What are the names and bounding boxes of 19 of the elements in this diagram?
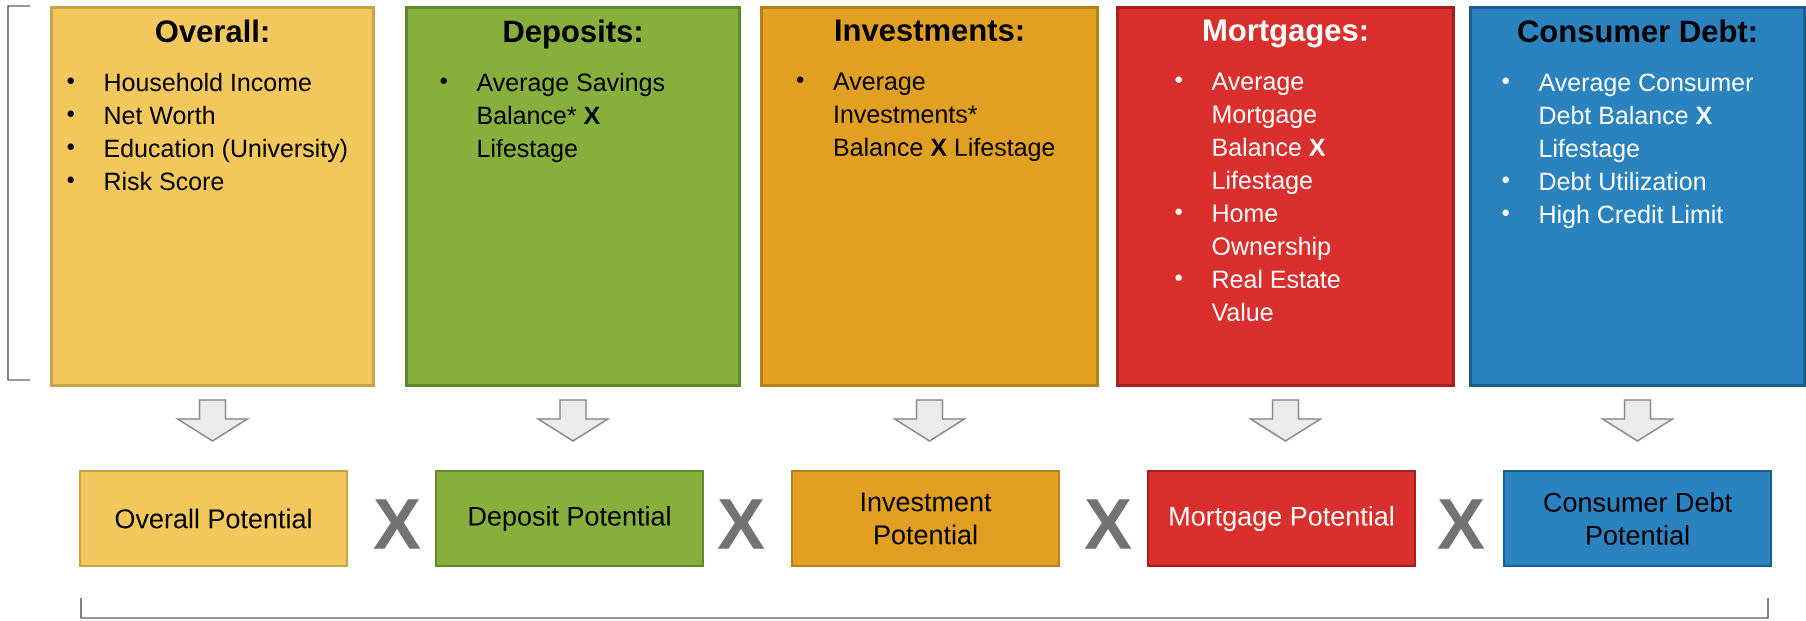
category-box: Investments: Average Investments* Balance X Lifestage [760, 6, 1099, 387]
multiply-sign: X [1084, 499, 1132, 549]
multiply-sign: X [373, 499, 421, 549]
block-arrow [1247, 399, 1324, 442]
multiply-sign: X [1437, 499, 1485, 549]
category-box: Deposits: Average Savings Balance* X Lifestage [405, 6, 741, 387]
block-arrow [174, 399, 251, 442]
potential-box: Mortgage Potential [1147, 470, 1416, 567]
multiply-sign: X [717, 499, 765, 549]
potential-box: Overall Potential [79, 470, 348, 567]
category-box: Mortgages: Average Mortgage Balance X Lifestage Home Ownership Real Estate Value [1116, 6, 1455, 387]
block-arrow [1599, 399, 1676, 442]
block-arrow [535, 399, 611, 442]
potential-box: Investment Potential [791, 470, 1060, 567]
category-box: Consumer Debt: Average Consumer Debt Balance X Lifestage Debt Utilization High Credit Limit [1469, 6, 1806, 387]
potential-box: Consumer Debt Potential [1503, 470, 1772, 567]
block-arrow [891, 399, 968, 442]
potential-box: Deposit Potential [435, 470, 704, 567]
category-box: Overall: Household Income Net Worth Education (University) Risk Score [50, 6, 375, 387]
